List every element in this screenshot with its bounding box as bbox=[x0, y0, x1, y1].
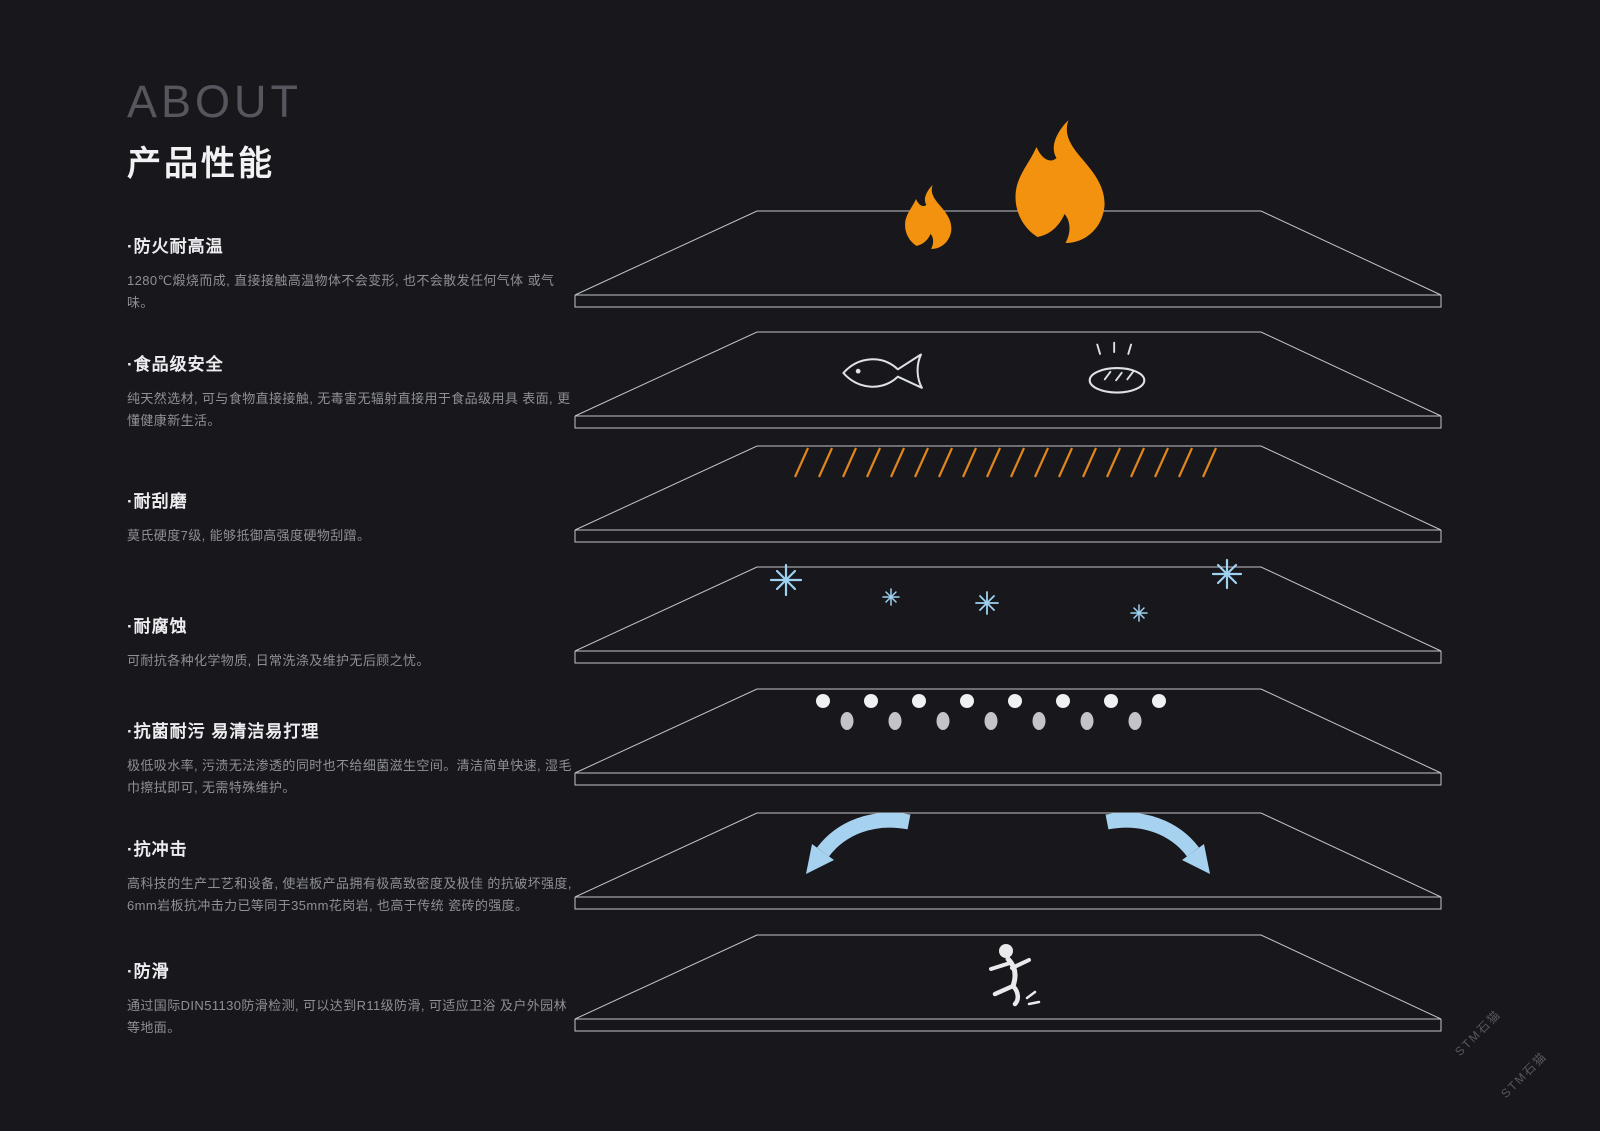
slab-food-safety bbox=[573, 331, 1443, 436]
slab-antibacterial bbox=[573, 688, 1443, 793]
slab-outline bbox=[574, 331, 1442, 429]
watermark-text: STM石猫 bbox=[1452, 1006, 1504, 1059]
bread-icon bbox=[1088, 341, 1146, 394]
slipping-person-icon bbox=[989, 944, 1041, 1007]
feature-title: ·防滑 bbox=[127, 962, 170, 981]
feature-desc: 高科技的生产工艺和设备, 使岩板产品拥有极高致密度及极佳 的抗破坏强度, 6mm… bbox=[127, 876, 572, 913]
fish-icon bbox=[842, 353, 923, 389]
flame-icon bbox=[905, 185, 952, 249]
slab-fire bbox=[573, 120, 1443, 315]
feature-fire-resistance: ·防火耐高温 1280℃煅烧而成, 直接接触高温物体不会变形, 也不会散发任何气… bbox=[127, 232, 575, 314]
feature-desc: 纯天然选材, 可与食物直接接触, 无毒害无辐射直接用于食品级用具 表面, 更懂健… bbox=[127, 391, 571, 428]
sparkles-icon bbox=[769, 558, 1243, 622]
feature-desc: 极低吸水率, 污渍无法渗透的同时也不给细菌滋生空间。清洁简单快速, 湿毛巾擦拭即… bbox=[127, 758, 572, 795]
slab-scratch bbox=[573, 445, 1443, 550]
page-title: 产品性能 bbox=[127, 145, 275, 183]
feature-title: ·防火耐高温 bbox=[127, 237, 224, 256]
feature-scratch-resistance: ·耐刮磨 莫氏硬度7级, 能够抵御高强度硬物刮蹭。 bbox=[127, 487, 575, 547]
slab-impact bbox=[573, 812, 1443, 917]
droplets-icon bbox=[816, 694, 1166, 730]
feature-desc: 莫氏硬度7级, 能够抵御高强度硬物刮蹭。 bbox=[127, 528, 371, 543]
about-kicker: ABOUT bbox=[127, 76, 303, 127]
slab-outline bbox=[574, 688, 1442, 786]
feature-desc: 通过国际DIN51130防滑检测, 可以达到R11级防滑, 可适应卫浴 及户外园… bbox=[127, 998, 567, 1035]
feature-title: ·耐刮磨 bbox=[127, 492, 188, 511]
slab-anti-slip bbox=[573, 934, 1443, 1039]
feature-desc: 可耐抗各种化学物质, 日常洗涤及维护无后顾之忧。 bbox=[127, 653, 430, 668]
feature-title: ·抗冲击 bbox=[127, 840, 188, 859]
feature-food-safety: ·食品级安全 纯天然选材, 可与食物直接接触, 无毒害无辐射直接用于食品级用具 … bbox=[127, 350, 575, 432]
watermark-text: STM石猫 bbox=[1498, 1048, 1550, 1101]
slab-corrosion bbox=[573, 558, 1443, 671]
flame-icon bbox=[1015, 120, 1105, 243]
feature-desc: 1280℃煅烧而成, 直接接触高温物体不会变形, 也不会散发任何气体 或气味。 bbox=[127, 273, 555, 310]
feature-title: ·食品级安全 bbox=[127, 355, 224, 374]
scratch-marks-icon bbox=[793, 447, 1218, 478]
feature-title: ·耐腐蚀 bbox=[127, 617, 188, 636]
feature-title: ·抗菌耐污 易清洁易打理 bbox=[127, 722, 320, 741]
impact-arrows-icon bbox=[806, 812, 1210, 874]
slab-outline bbox=[574, 566, 1442, 664]
slab-outline bbox=[574, 812, 1442, 910]
feature-antibacterial: ·抗菌耐污 易清洁易打理 极低吸水率, 污渍无法渗透的同时也不给细菌滋生空间。清… bbox=[127, 717, 575, 799]
slab-outline bbox=[574, 934, 1442, 1032]
feature-anti-slip: ·防滑 通过国际DIN51130防滑检测, 可以达到R11级防滑, 可适应卫浴 … bbox=[127, 957, 575, 1039]
feature-impact-resistance: ·抗冲击 高科技的生产工艺和设备, 使岩板产品拥有极高致密度及极佳 的抗破坏强度… bbox=[127, 835, 575, 917]
slab-outline bbox=[574, 445, 1442, 543]
feature-corrosion-resistance: ·耐腐蚀 可耐抗各种化学物质, 日常洗涤及维护无后顾之忧。 bbox=[127, 612, 575, 672]
slab-outline bbox=[574, 210, 1442, 308]
